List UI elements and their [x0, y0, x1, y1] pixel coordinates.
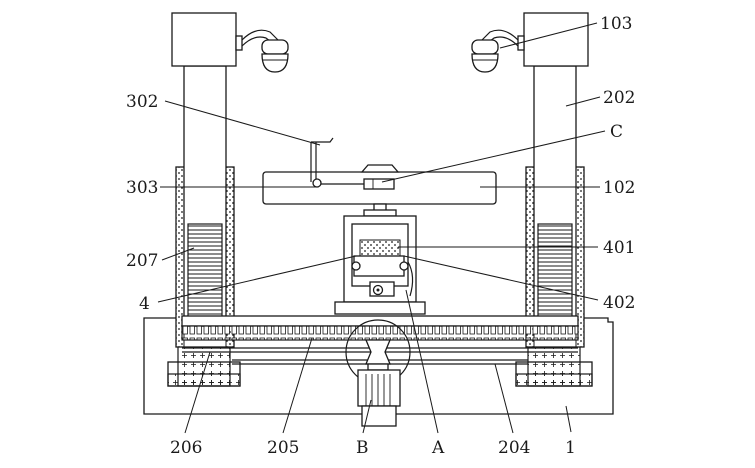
leader-lines [157, 22, 606, 434]
left-spring [187, 223, 223, 325]
motor [357, 369, 401, 427]
label-303: 303 [126, 178, 158, 198]
center-column [334, 203, 426, 315]
label-4: 4 [139, 294, 150, 314]
label-202: 202 [603, 88, 635, 108]
left-camera [235, 29, 289, 73]
label-402: 402 [603, 293, 635, 313]
left-foot-block [167, 345, 241, 387]
label-204: 204 [498, 438, 530, 458]
label-207: 207 [126, 251, 158, 271]
label-b: B [356, 438, 369, 458]
left-top-box [171, 12, 237, 67]
part-labels: 103 202 302 C 303 102 207 401 4 402 206 … [126, 14, 635, 458]
label-401: 401 [603, 238, 635, 258]
label-102: 102 [603, 178, 635, 198]
label-103: 103 [600, 14, 632, 34]
label-206: 206 [170, 438, 202, 458]
right-foot-block [515, 345, 593, 387]
platform-arm [310, 137, 395, 190]
label-205: 205 [267, 438, 299, 458]
label-a: A [431, 438, 445, 458]
right-spring [537, 223, 573, 325]
gear-detail [345, 319, 411, 385]
label-302: 302 [126, 92, 158, 112]
right-camera [471, 29, 525, 73]
label-1: 1 [565, 438, 576, 458]
label-c: C [610, 122, 623, 142]
